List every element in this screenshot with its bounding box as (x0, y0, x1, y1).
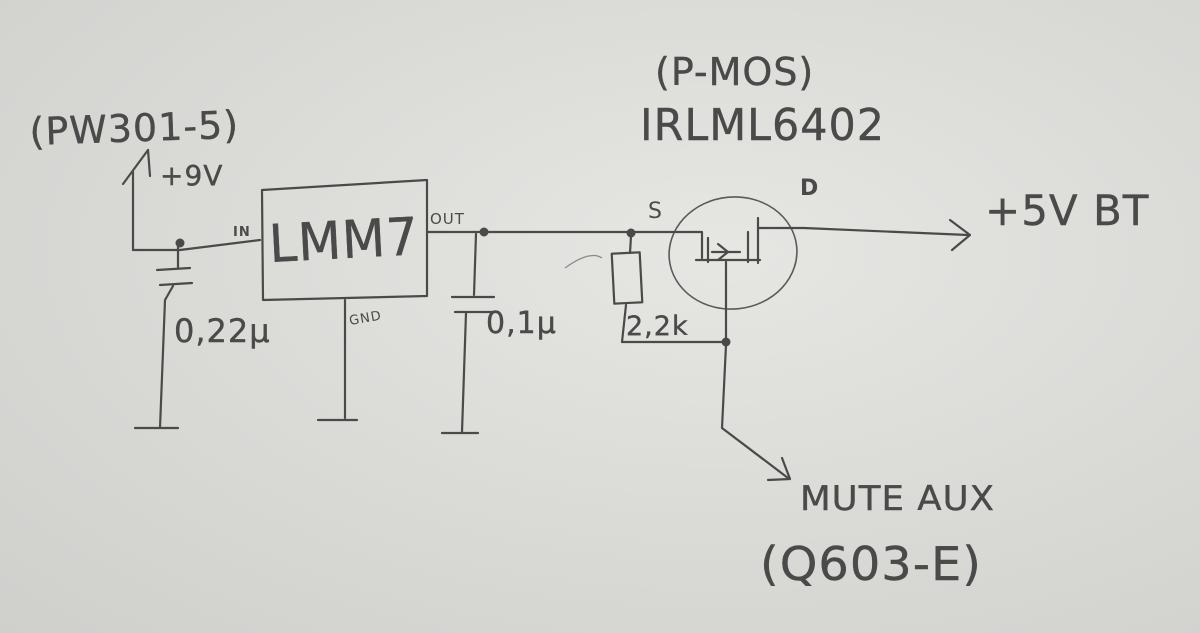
label-in: IN (233, 225, 251, 240)
label-output: +5V BT (985, 186, 1149, 235)
label-mosfet-part: IRLML6402 (640, 100, 885, 151)
label-source: S (648, 199, 663, 224)
label-q603: (Q603-E) (760, 537, 982, 591)
input-9v-wire (121, 148, 262, 252)
label-c1: 0,22μ (174, 312, 271, 350)
label-gnd: GND (348, 308, 383, 328)
regulator-box (260, 178, 429, 302)
label-r1: 2,2k (626, 311, 689, 342)
label-c2: 0,1μ (486, 306, 557, 341)
capacitor-c2 (440, 232, 496, 435)
faint-scribble (564, 254, 603, 269)
mute-arrow (720, 343, 792, 482)
label-regulator: LMM7 (268, 207, 421, 275)
label-drain: D (800, 176, 819, 201)
junction-out (479, 227, 489, 237)
label-out: OUT (430, 210, 465, 228)
label-mute: MUTE AUX (800, 479, 995, 519)
label-mosfet-ref: (P-MOS) (655, 50, 814, 94)
label-plus9v: +9V (160, 159, 223, 192)
resistor-r1 (610, 234, 726, 344)
regulator-ground (316, 298, 359, 422)
mosfet-symbol (664, 196, 806, 344)
output-arrow (802, 218, 972, 252)
capacitor-c1 (133, 244, 194, 430)
label-pw301: (PW301-5) (29, 103, 240, 154)
